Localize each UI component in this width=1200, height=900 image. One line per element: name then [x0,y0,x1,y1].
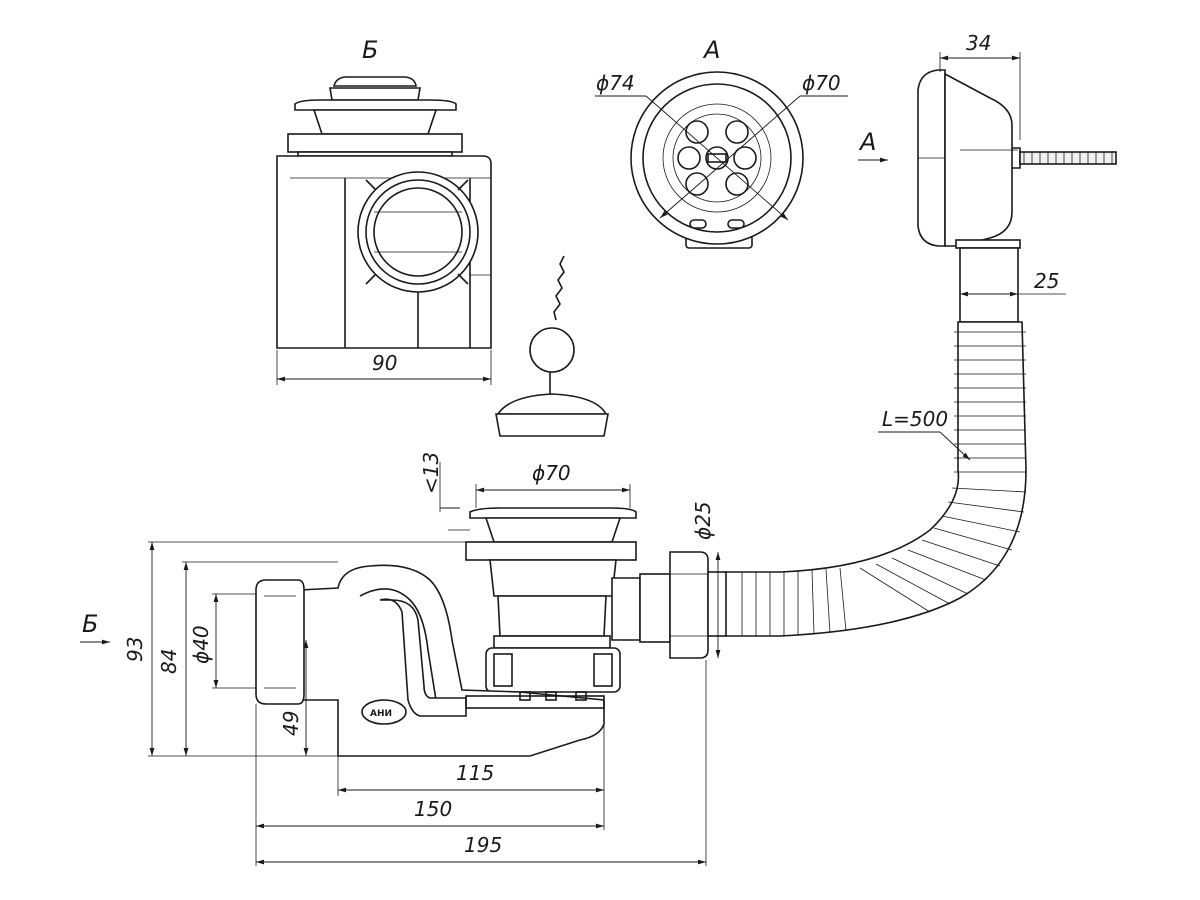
arrow-b-label: Б [82,610,98,638]
brand-logo: АНИ [361,699,407,725]
arrow-a-label: А [858,128,876,156]
dim-outlet-width: 34 [966,31,991,55]
dim-hose-diameter-top: 25 [1034,269,1059,293]
dim-hose-length: L=500 [882,407,948,431]
dim-length-150: 150 [414,797,452,821]
dim-plug-diameter: ϕ70 [532,461,571,485]
dim-nut-diameter: ϕ25 [691,501,715,540]
view-b-drawing: Б 90 [276,36,492,385]
view-a-drawing: А ϕ74 ϕ70 [595,36,848,249]
plug-with-chain [495,255,609,437]
siphon-assembly: АНИ <13 ϕ70 ϕ25 93 84 ϕ40 49 Б [80,452,727,866]
view-b-label: Б [362,36,378,64]
view-a-label: А [702,36,720,64]
dim-top-width: 90 [372,351,397,375]
corrugated-hose: L=500 [724,321,1027,637]
dim-pipe-diameter: ϕ40 [189,625,213,664]
overflow-head: А 34 25 [858,31,1117,323]
dim-inner-diameter: ϕ70 [802,71,841,95]
dim-length-195: 195 [464,833,502,857]
dim-height-total: 93 [123,637,147,662]
dim-max-thickness: <13 [419,452,443,494]
dim-length-115: 115 [456,761,494,785]
dim-outer-diameter: ϕ74 [596,71,635,95]
dim-height-body: 84 [157,649,181,674]
svg-text:АНИ: АНИ [370,709,392,719]
grate-holes [677,120,757,196]
dim-height-outlet: 49 [279,711,303,736]
